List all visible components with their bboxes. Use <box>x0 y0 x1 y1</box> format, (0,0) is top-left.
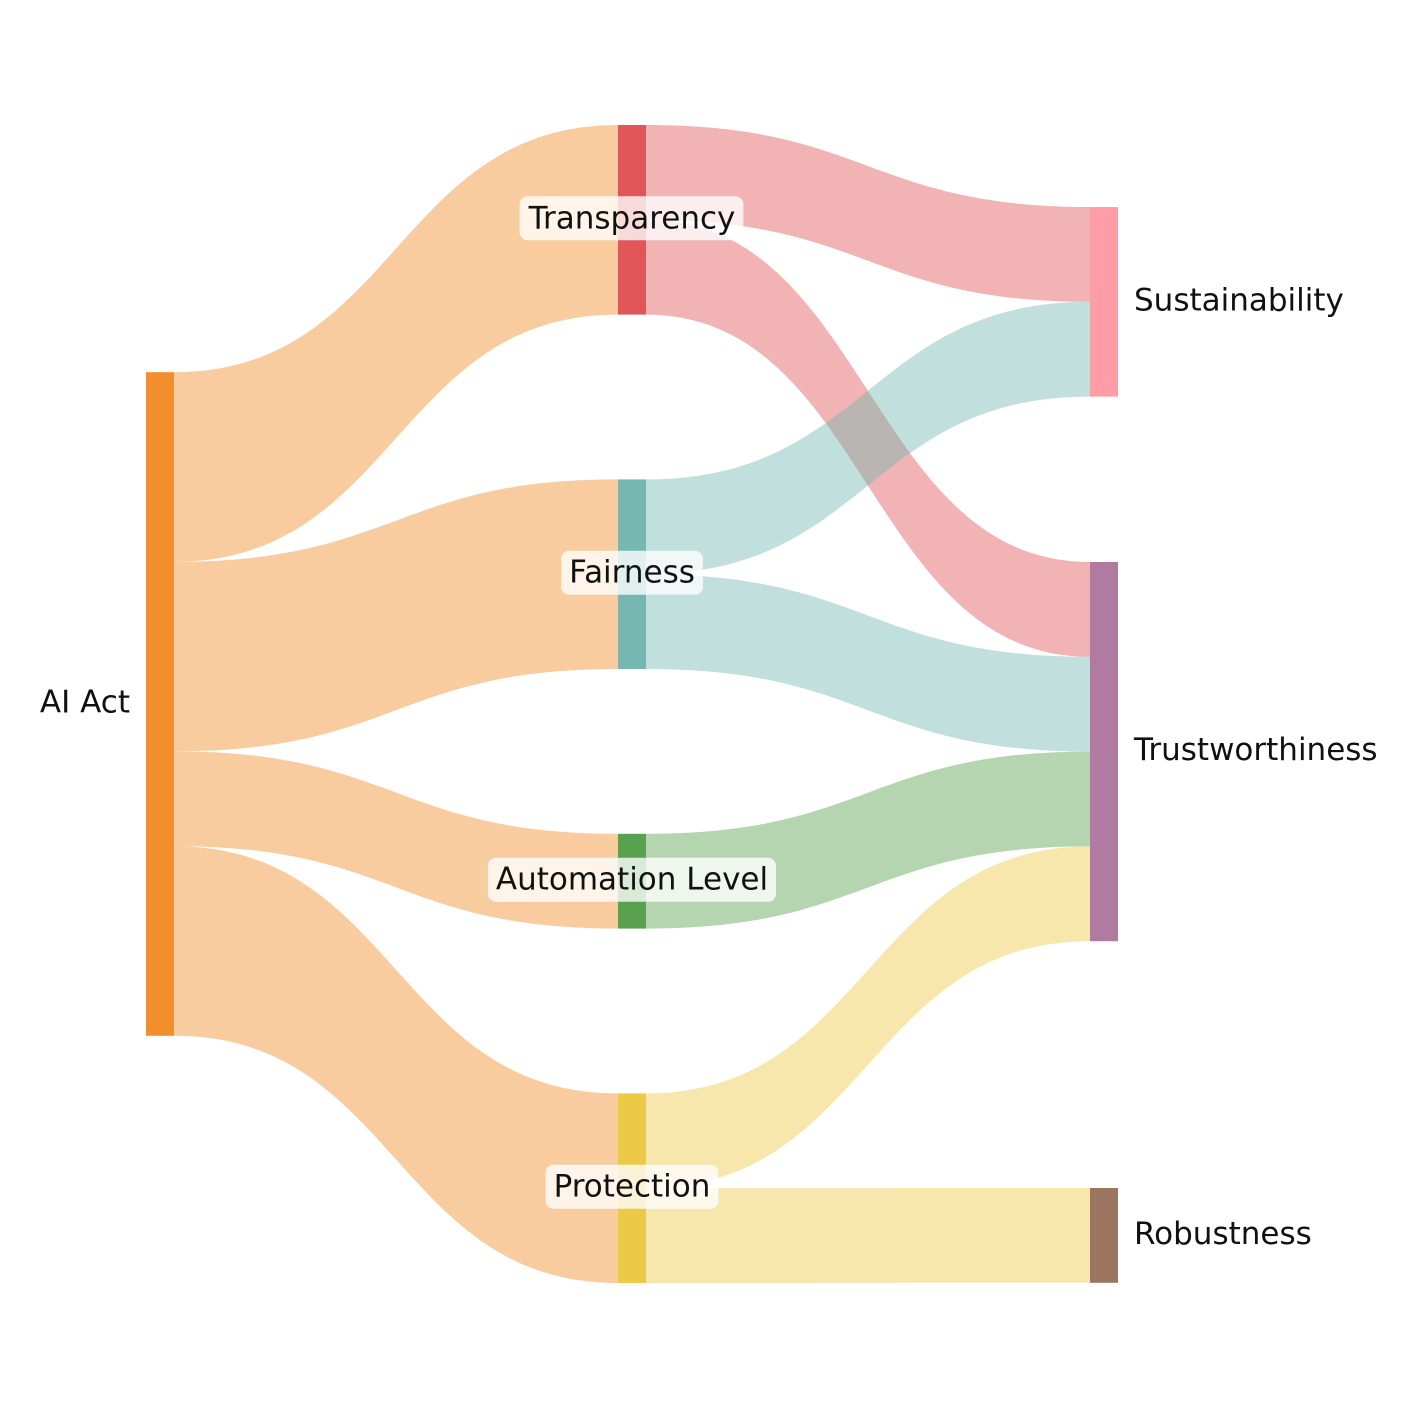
sankey-nodes <box>146 125 1118 1283</box>
node-label-fairness: Fairness <box>569 555 695 591</box>
link-protection-to-robustness <box>646 1188 1090 1283</box>
node-label-background-protection <box>545 1164 719 1209</box>
link-ai_act-to-transparency <box>174 125 618 562</box>
sankey-links <box>174 125 1090 1283</box>
link-ai_act-to-protection <box>174 846 618 1283</box>
link-transparency-to-trustworthiness <box>646 219 1090 657</box>
node-label-sustainability: Sustainability <box>1134 282 1344 318</box>
node-label-transparency: Transparency <box>528 200 736 236</box>
link-ai_act-to-fairness <box>174 479 618 752</box>
link-fairness-to-trustworthiness <box>646 574 1090 752</box>
node-label-ai_act: AI Act <box>40 685 130 721</box>
node-label-background-fairness <box>561 550 703 595</box>
node-robustness <box>1090 1188 1118 1283</box>
node-label-trustworthiness: Trustworthiness <box>1133 732 1378 768</box>
node-sustainability <box>1090 207 1118 397</box>
node-label-automation: Automation Level <box>496 862 768 898</box>
node-ai_act <box>146 372 174 1036</box>
link-transparency-to-sustainability <box>646 125 1090 302</box>
link-protection-to-trustworthiness <box>646 846 1090 1189</box>
node-label-background-automation <box>487 857 777 902</box>
node-trustworthiness <box>1090 562 1118 942</box>
link-fairness-to-sustainability <box>646 301 1090 575</box>
node-label-robustness: Robustness <box>1134 1216 1312 1252</box>
node-label-background-transparency <box>519 196 744 241</box>
node-label-protection: Protection <box>554 1169 711 1205</box>
